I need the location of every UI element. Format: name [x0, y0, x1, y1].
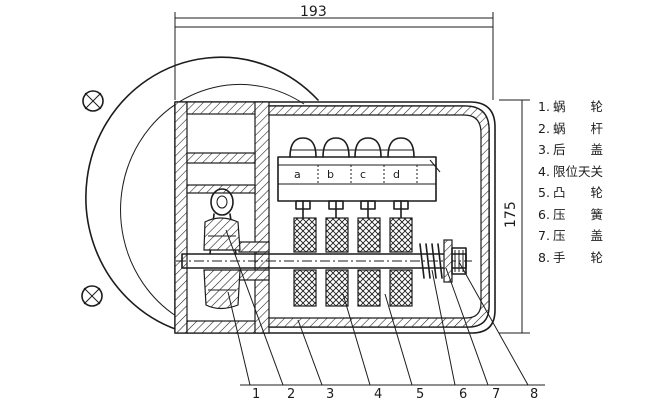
callout-6: 6 — [459, 387, 467, 402]
legend-item: 5. 凸 轮 — [538, 182, 656, 204]
dimension-height-label: 175 — [503, 201, 519, 228]
legend-item: 8. 手 轮 — [538, 247, 656, 269]
legend-item: 7. 压 盖 — [538, 225, 656, 247]
legend-item-number: 2. — [538, 120, 550, 136]
callout-3: 3 — [326, 387, 334, 402]
callout-7: 7 — [492, 387, 500, 402]
legend-item-number: 6. — [538, 206, 550, 222]
callout-numbers: 1 2 3 4 5 6 7 8 — [252, 387, 538, 402]
legend-item: 3. 后 盖 — [538, 139, 656, 161]
switch-label-d: d — [393, 168, 400, 181]
legend-item-number: 7. — [538, 228, 550, 243]
parts-legend: 1. 蜗 轮 2. 蜗 杆 3. 后 盖 4. 限位天关 5. 凸 轮 6. 压… — [538, 96, 656, 268]
legend-item: 1. 蜗 轮 — [538, 96, 656, 118]
legend-item-name: 蜗 杆 — [553, 120, 604, 136]
worm-wheel-outline — [81, 56, 319, 331]
callout-2: 2 — [287, 387, 295, 402]
callout-5: 5 — [416, 387, 424, 402]
dimension-width-label: 193 — [300, 4, 327, 20]
switch-label-b: b — [327, 168, 334, 181]
dimension-height: 175 — [499, 99, 530, 334]
cams — [293, 217, 413, 307]
callout-8: 8 — [530, 387, 538, 402]
legend-item-number: 5. — [538, 185, 550, 200]
switch-label-c: c — [360, 168, 366, 181]
worm-assembly — [203, 188, 241, 310]
legend-item-name: 蜗 轮 — [553, 99, 604, 114]
dimension-width: 193 — [174, 4, 494, 100]
legend-item-name: 凸 轮 — [553, 185, 604, 200]
limit-switch-block: a b c d — [277, 137, 441, 219]
switch-label-a: a — [294, 168, 301, 181]
callout-4: 4 — [374, 387, 382, 402]
spring-and-handwheel — [419, 239, 467, 283]
callout-1: 1 — [252, 387, 260, 402]
legend-item: 6. 压 簧 — [538, 204, 656, 226]
legend-item-name: 限位天关 — [553, 163, 604, 179]
legend-item: 4. 限位天关 — [538, 161, 656, 183]
legend-item-number: 4. — [538, 163, 550, 179]
legend-item-number: 3. — [538, 142, 550, 157]
legend-item-number: 1. — [538, 99, 550, 114]
legend-item-number: 8. — [538, 249, 550, 265]
leader-lines — [225, 229, 545, 386]
legend-item: 2. 蜗 杆 — [538, 118, 656, 140]
legend-item-name: 压 簧 — [553, 206, 604, 222]
legend-item-name: 压 盖 — [553, 228, 604, 243]
legend-item-name: 后 盖 — [553, 142, 604, 157]
legend-item-name: 手 轮 — [553, 249, 604, 265]
